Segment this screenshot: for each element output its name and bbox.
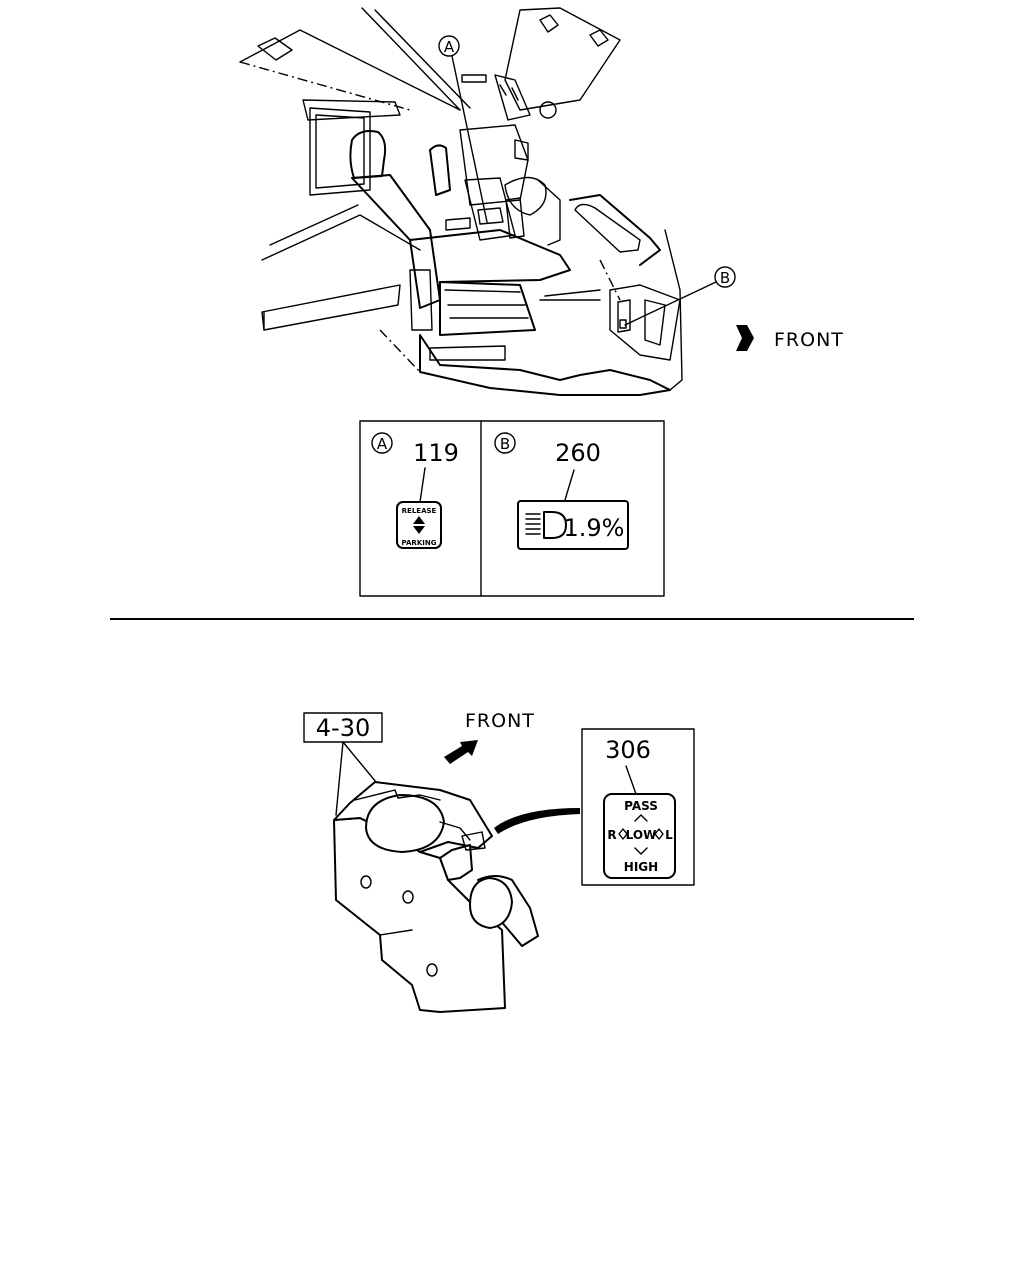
label-right: R [607,828,616,842]
tilt-value: 1.9% [564,514,625,542]
svg-text:4-30: 4-30 [316,714,370,742]
combination-switch-illustration [333,781,580,1013]
headlight-beam-icon [525,511,567,539]
label-high: HIGH [624,860,658,874]
detail-cell-b: B 260 1.9% [494,432,629,550]
part-number-306: 306 [605,736,651,764]
part-number-260: 260 [555,439,601,467]
svg-text:A: A [377,435,388,453]
down-arrow-icon [413,526,425,534]
decal-release: RELEASE [402,507,437,515]
decal-parking: PARKING [402,539,437,547]
up-arrow-icon [413,516,425,524]
callout-a: A [438,35,488,223]
detail-cell-a: A 119 RELEASE PARKING [371,432,459,549]
front-arrow-top: FRONT [736,325,844,351]
up-chevron-icon [634,814,648,822]
down-chevron-icon [634,847,648,855]
front-label-bottom: FRONT [465,710,535,732]
front-label-top: FRONT [774,329,844,351]
right-chevron-icon [654,828,664,840]
svg-text:B: B [720,269,730,287]
label-left: L [665,828,673,842]
front-arrow-bottom: FRONT [444,710,535,764]
callout-b: B [624,266,736,326]
label-low: LOW [626,828,657,842]
detail-table: A 119 RELEASE PARKING B 260 1.9 [359,420,665,597]
left-chevron-icon [618,828,628,840]
switch-detail-box: 306 PASS R LOW L HIGH [581,728,695,886]
part-number-119: 119 [413,439,459,467]
reference-box: 4-30 [303,712,383,816]
svg-text:B: B [500,435,510,453]
label-pass: PASS [624,799,658,813]
cab-interior-illustration: A B FRONT [239,7,844,396]
svg-text:A: A [444,38,455,56]
